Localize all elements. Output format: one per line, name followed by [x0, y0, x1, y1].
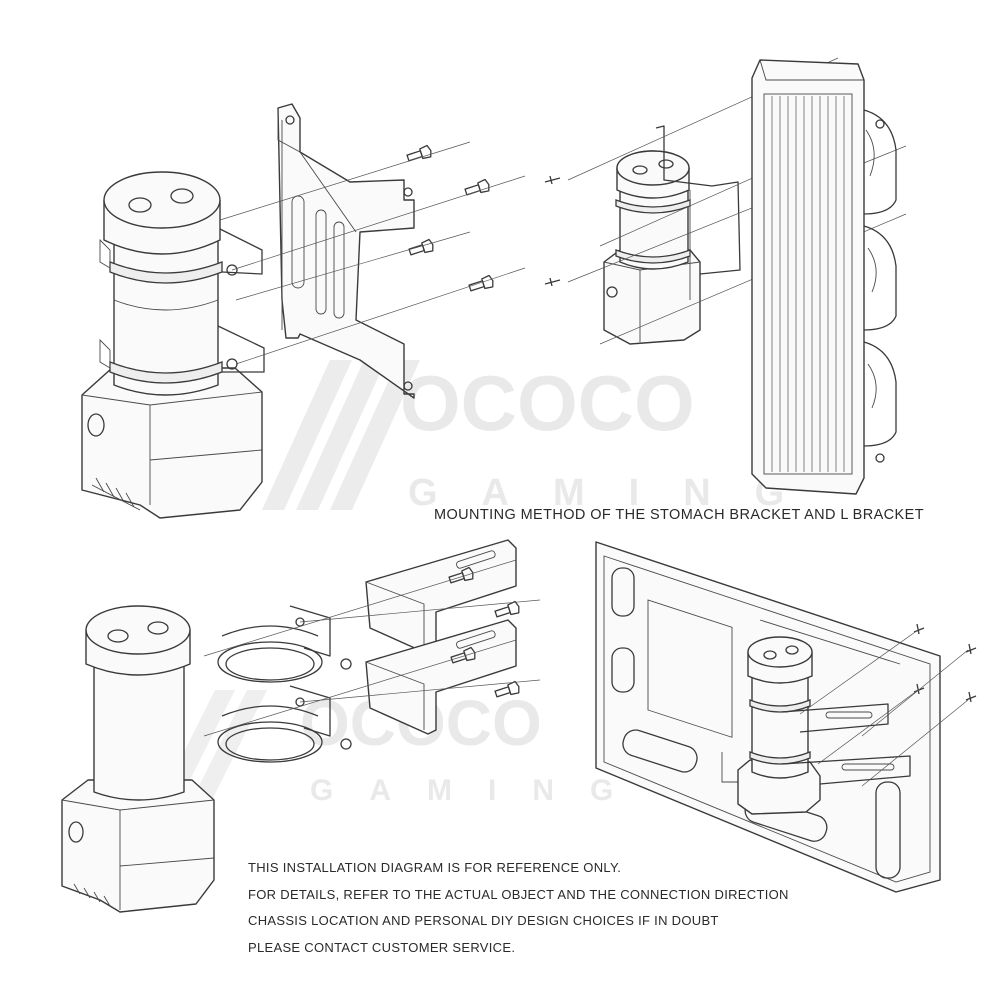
note-line: THIS INSTALLATION DIAGRAM IS FOR REFEREN…	[248, 860, 622, 875]
watermark-word-top: OCOCO	[400, 359, 695, 447]
watermark-top: OCOCO GAMING	[262, 359, 828, 514]
assembly-lines-top-left	[219, 141, 526, 365]
assembly-lines-bottom-left	[203, 559, 541, 737]
pump-reservoir-top-left	[81, 171, 265, 519]
note-line: CHASSIS LOCATION AND PERSONAL DIY DESIGN…	[248, 913, 719, 928]
watermark-sub-bottom: GAMING	[310, 774, 649, 807]
note-line: FOR DETAILS, REFER TO THE ACTUAL OBJECT …	[248, 886, 789, 902]
l-brackets-bottom	[365, 539, 517, 735]
reference-notes: THIS INSTALLATION DIAGRAM IS FOR REFEREN…	[248, 855, 789, 961]
diagram-caption: MOUNTING METHOD OF THE STOMACH BRACKET A…	[434, 507, 924, 523]
assembly-lines-bottom-right	[799, 629, 969, 787]
watermark-sub-top: GAMING	[408, 472, 828, 514]
pump-reservoir-bottom-left	[61, 605, 215, 913]
screws-bottom-right	[913, 623, 977, 703]
radiator	[751, 59, 897, 495]
radiator-fins	[771, 96, 845, 472]
pump-on-chassis	[737, 636, 911, 815]
pump-on-radiator	[603, 125, 741, 345]
note-line: PLEASE CONTACT CUSTOMER SERVICE.	[248, 939, 516, 955]
screws-top-left	[406, 144, 494, 292]
clamp-rings-bottom	[217, 605, 352, 763]
screws-top-middle	[544, 175, 561, 287]
stomach-bracket-top	[277, 103, 415, 399]
